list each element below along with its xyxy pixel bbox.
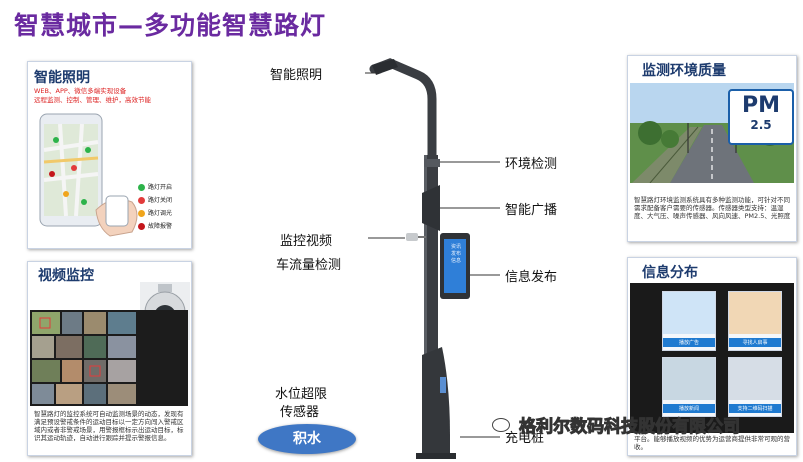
card-caption: 寻找人启事: [729, 338, 781, 347]
status-dot-icon: [138, 197, 145, 204]
label-smart-broadcast: 智能广播: [505, 203, 558, 218]
legend-item: 路灯开启: [138, 182, 172, 191]
legend-label: 故障报警: [148, 223, 173, 230]
panel-description: 平台。能够播放视频的优势为运营商提供非常可观的营收。: [634, 435, 790, 451]
panel-video-surveillance: 视频监控 智慧路灯的监控系统可自动监测场景的动态，发现有满足预设警戒条件的运动目…: [27, 261, 192, 456]
card-image: [729, 358, 781, 400]
panel-title: 智能照明: [34, 70, 90, 86]
card-caption: 播放新闻: [663, 404, 715, 413]
watermark-text: 格利尔数码科技股份有限公司: [519, 417, 741, 438]
panel-title: 视频监控: [38, 268, 94, 284]
label-smart-lighting: 智能照明: [270, 68, 323, 83]
panel-info-distribution: 信息分布 播放广告 寻找人启事 播放新闻 支持二维码扫描 平台。能够播放视频的优…: [627, 257, 797, 456]
panel-title: 信息分布: [642, 265, 698, 281]
panel-description: 智慧路灯环境监测系统具有多种监测功能，可针对不同需求配备客户需要的传感器。传感器…: [634, 196, 791, 220]
card-caption: 播放广告: [663, 338, 715, 347]
card-image: [663, 292, 715, 334]
card-image: [663, 358, 715, 400]
label-water-level-title: 水位超限: [275, 387, 328, 402]
status-legend: 路灯开启 路灯关闭 路灯调光 故障报警: [138, 182, 172, 234]
label-water-level-sub: 传感器: [280, 405, 320, 420]
panel-smart-lighting: 智能照明 WEB、APP、微信多端实现设备 远程监测、控制、管理、维护，高效节能…: [27, 61, 192, 249]
legend-item: 故障报警: [138, 221, 172, 230]
pm25-badge: PM 2.5: [728, 89, 794, 145]
watermark: 格利尔数码科技股份有限公司: [492, 412, 741, 438]
label-surveillance-video: 监控视频: [280, 234, 333, 249]
panel-line-1: WEB、APP、微信多端实现设备: [34, 87, 127, 95]
legend-label: 路灯关闭: [148, 197, 173, 204]
water-accumulation-badge: 积水: [258, 424, 356, 454]
legend-item: 路灯关闭: [138, 195, 172, 204]
panel-environment-quality: 监测环境质量 PM 2.5 智慧路灯环境监测系统具有多种监测功能，可针对不同需求…: [627, 55, 797, 242]
wechat-icon: [492, 417, 510, 432]
info-card: 播放新闻: [662, 357, 716, 417]
surveillance-thumbnails: [30, 310, 188, 406]
status-dot-icon: [138, 223, 145, 230]
card-caption: 支持二维码扫描: [729, 404, 781, 413]
road-scene-image: [630, 83, 794, 183]
page-title: 智慧城市—多功能智慧路灯: [14, 11, 327, 40]
status-dot-icon: [138, 184, 145, 191]
legend-item: 路灯调光: [138, 208, 172, 217]
water-badge-label: 积水: [293, 431, 321, 447]
pm-sub-text: 2.5: [750, 118, 772, 132]
info-card: 播放广告: [662, 291, 716, 351]
legend-label: 路灯开启: [148, 184, 173, 191]
pm-main-text: PM: [741, 93, 781, 118]
panel-line-2: 远程监测、控制、管理、维护，高效节能: [34, 96, 151, 104]
screen-text: 资讯 发布 信息: [450, 244, 461, 264]
phone-map-illustration: [39, 113, 138, 237]
label-info-release: 信息发布: [505, 270, 558, 285]
panel-title: 监测环境质量: [642, 63, 726, 79]
status-dot-icon: [138, 210, 145, 217]
legend-label: 路灯调光: [148, 210, 173, 217]
label-charging-pile: 充电桩: [505, 431, 545, 446]
smart-pole-illustration: [369, 58, 470, 459]
panel-description: 智慧路灯的监控系统可自动监测场景的动态，发现有满足预设警戒条件的运动目标以一定方…: [34, 410, 184, 442]
card-image: [729, 292, 781, 334]
label-environment-detection: 环境检测: [505, 157, 558, 172]
label-traffic-detection: 车流量检测: [276, 258, 342, 273]
info-cards-area: 播放广告 寻找人启事 播放新闻 支持二维码扫描: [630, 283, 794, 433]
info-card: 寻找人启事: [728, 291, 782, 351]
info-card: 支持二维码扫描: [728, 357, 782, 417]
